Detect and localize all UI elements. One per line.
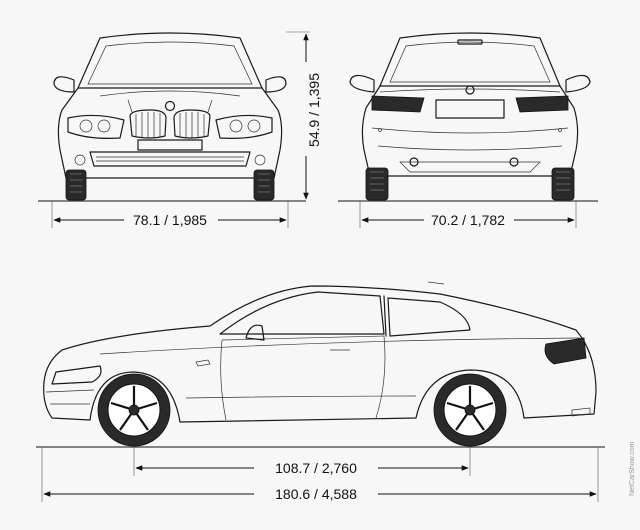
front-width-dimension: 78.1 / 1,985 xyxy=(51,201,289,228)
rear-track-dimension: 70.2 / 1,782 xyxy=(359,201,577,228)
overall-length-dimension: 180.6 / 4,588 xyxy=(41,447,599,502)
front-width-label: 78.1 / 1,985 xyxy=(133,212,207,228)
height-label: 54.9 / 1,395 xyxy=(306,73,322,147)
watermark-text: NetCarShow.com xyxy=(629,441,636,496)
overall-length-label: 180.6 / 4,588 xyxy=(275,486,357,502)
wheelbase-label: 108.7 / 2,760 xyxy=(275,460,357,476)
side-view xyxy=(43,281,597,447)
rear-view xyxy=(349,32,591,201)
front-view xyxy=(53,32,287,201)
rear-track-label: 70.2 / 1,782 xyxy=(431,212,505,228)
wheelbase-dimension: 108.7 / 2,760 xyxy=(133,447,471,476)
height-dimension: 54.9 / 1,395 xyxy=(286,31,322,200)
